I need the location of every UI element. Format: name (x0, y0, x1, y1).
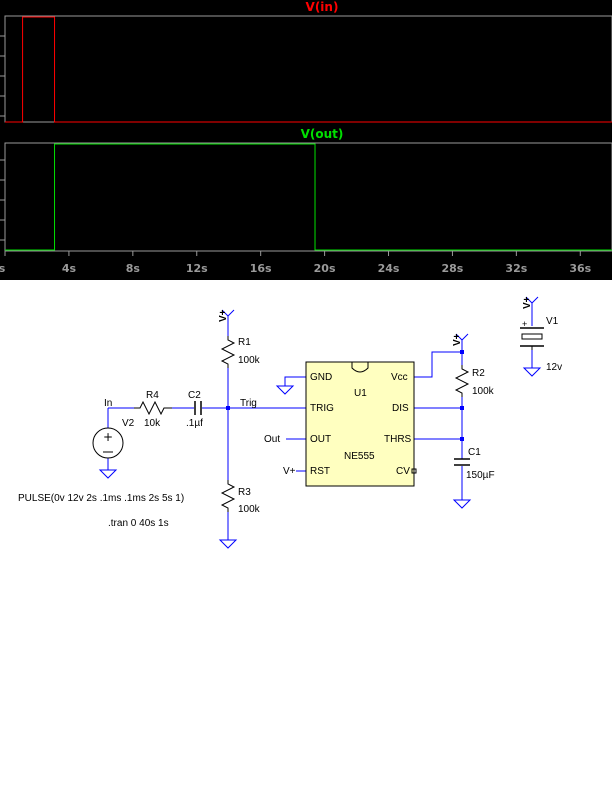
tran-directive[interactable]: .tran 0 40s 1s (108, 518, 169, 529)
vin-y-ticks (0, 35, 5, 117)
vplus-label-v1: V+ (522, 296, 533, 309)
time-axis-label: 20s (314, 262, 336, 275)
time-axis-label: s (0, 262, 6, 275)
r4-resistor[interactable] (134, 400, 172, 416)
net-label-vplus-rst[interactable]: V+ (283, 466, 296, 477)
pin-out-label: OUT (310, 434, 331, 445)
time-axis-label: 24s (378, 262, 400, 275)
r1-value: 100k (238, 355, 261, 366)
schematic-canvas[interactable]: + + V+ V+ V+ (0, 280, 612, 792)
r3-name: R3 (238, 487, 251, 498)
time-axis-label: 16s (250, 262, 272, 275)
v2-voltage-source[interactable]: + (92, 427, 124, 459)
vcc-wire (414, 351, 462, 378)
svg-text:+: + (103, 430, 113, 444)
vin-trace (5, 16, 612, 123)
c1-capacitor[interactable] (454, 458, 470, 466)
vout-y-ticks (0, 159, 5, 241)
v1-battery[interactable]: + (520, 319, 544, 350)
vout-trace-title[interactable]: V(out) (301, 127, 344, 141)
time-axis: s 4s 8s 12s 16s 20s 24s 28s 32s 36s (0, 251, 592, 275)
vout-plot-pane[interactable] (4, 142, 612, 252)
v1-name: V1 (546, 316, 559, 327)
pin-thrs-label: THRS (384, 434, 412, 445)
u1-name: U1 (354, 388, 367, 399)
vplus-symbols (221, 296, 539, 341)
ne555-chip[interactable] (305, 361, 417, 487)
v1-value: 12v (546, 362, 562, 373)
vin-plot-pane[interactable] (4, 15, 612, 123)
c2-name: C2 (188, 390, 201, 401)
pin-vcc-label: Vcc (391, 372, 408, 383)
pin-trig-label: TRIG (310, 403, 334, 414)
r1-resistor[interactable] (220, 336, 236, 368)
net-label-in[interactable]: In (104, 398, 112, 409)
cv-pin[interactable] (411, 468, 417, 474)
c2-value: .1µf (186, 418, 203, 429)
r2-name: R2 (472, 368, 485, 379)
pin-gnd-label: GND (310, 372, 332, 383)
ground-symbols (98, 367, 542, 549)
r3-resistor[interactable] (220, 480, 236, 512)
pin-rst-label: RST (310, 466, 330, 477)
time-axis-label: 32s (505, 262, 527, 275)
pin-dis-label: DIS (392, 403, 409, 414)
net-label-trig[interactable]: Trig (240, 398, 257, 409)
u1-part: NE555 (344, 451, 375, 462)
c1-value: 150µF (466, 470, 495, 481)
time-axis-label: 12s (186, 262, 208, 275)
vout-trace (5, 143, 612, 251)
c2-capacitor[interactable] (194, 401, 202, 415)
r2-resistor[interactable] (454, 365, 470, 397)
r4-name: R4 (146, 390, 159, 401)
r3-value: 100k (238, 504, 261, 515)
vplus-label-r2: V+ (452, 333, 463, 346)
time-axis-label: 28s (442, 262, 464, 275)
net-label-out[interactable]: Out (264, 434, 280, 445)
time-axis-label: 36s (569, 262, 591, 275)
time-axis-label: 4s (62, 262, 77, 275)
r4-value: 10k (144, 418, 161, 429)
pin-cv-label: CV (396, 466, 410, 477)
waveform-viewer[interactable]: V(in) V(out) s 4s 8s 12s 16s 20s 24s 28s 32s 36s (0, 0, 612, 280)
gnd-pin-wire (284, 376, 306, 386)
time-axis-label: 8s (126, 262, 141, 275)
vin-trace-title[interactable]: V(in) (306, 0, 339, 14)
vplus-label-r1: V+ (218, 309, 229, 322)
pulse-directive[interactable]: PULSE(0v 12v 2s .1ms .1ms 2s 5s 1) (18, 493, 184, 504)
c1-name: C1 (468, 447, 481, 458)
v2-name: V2 (122, 418, 135, 429)
junction-dots (226, 350, 464, 441)
r2-value: 100k (472, 386, 495, 397)
r1-name: R1 (238, 337, 251, 348)
svg-text:+: + (522, 319, 527, 329)
